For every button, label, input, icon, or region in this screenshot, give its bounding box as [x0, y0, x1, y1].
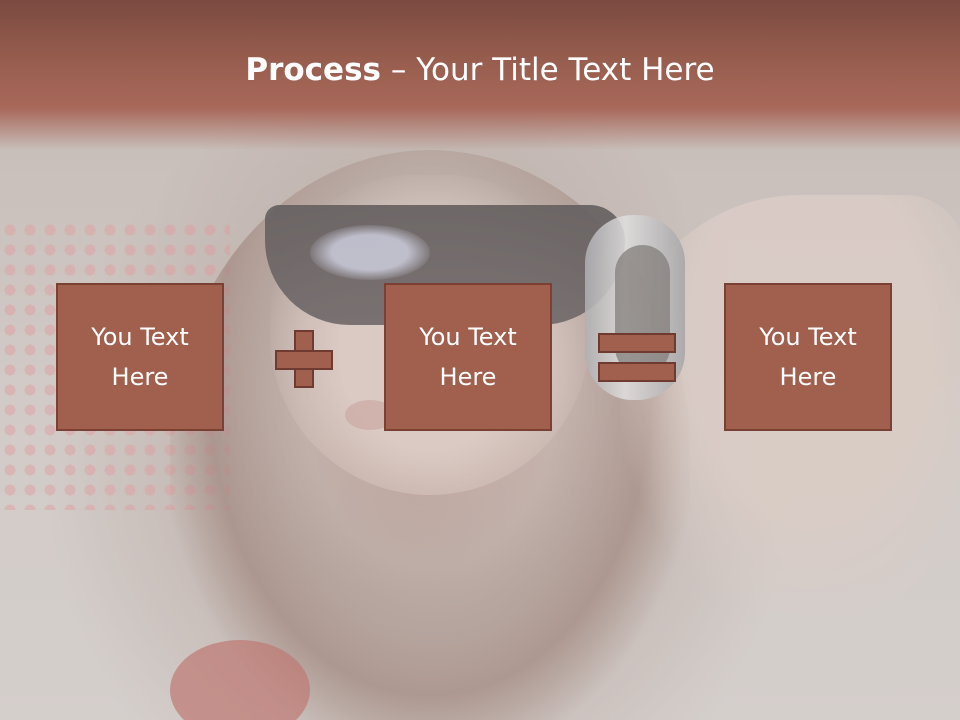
red-garment-shape [170, 640, 310, 720]
text-box-1-label: You Text Here [91, 323, 189, 391]
slide-title: Process – Your Title Text Here [0, 52, 960, 88]
text-box-2-label: You Text Here [419, 323, 517, 391]
slide-title-bold: Process [245, 52, 381, 88]
text-box-3[interactable]: You Text Here [724, 283, 892, 431]
lens-highlight [310, 225, 430, 280]
text-box-1[interactable]: You Text Here [56, 283, 224, 431]
title-band [0, 0, 960, 150]
headphones-cushion [615, 245, 670, 375]
slide-title-rest: – Your Title Text Here [381, 52, 715, 88]
text-box-2[interactable]: You Text Here [384, 283, 552, 431]
text-box-3-label: You Text Here [759, 323, 857, 391]
